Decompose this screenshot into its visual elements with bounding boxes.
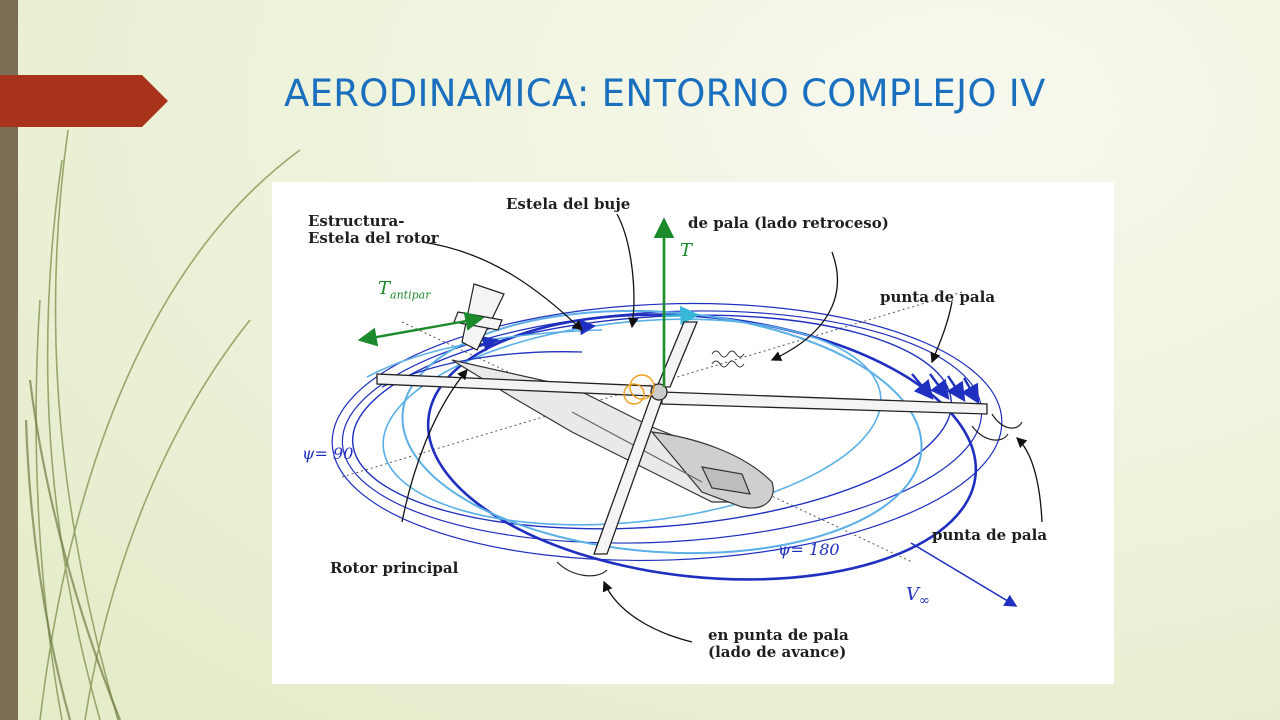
left-accent-bar (0, 0, 18, 720)
v-infinity-label: V∞ (906, 584, 930, 609)
tail-thrust-label: Tantipar (378, 278, 430, 302)
helicopter-fuselage (451, 359, 774, 509)
label-rotor-principal: Rotor principal (330, 559, 459, 577)
label-leader-arrows (401, 213, 1043, 643)
psi-180-label: ψ= 180 (778, 540, 840, 559)
tail-thrust-symbol: T (378, 278, 391, 299)
label-en-punta-pala-line1: en punta de pala (708, 626, 849, 644)
diagram-drawing (331, 213, 1043, 643)
label-punta-pala-top: punta de pala (880, 288, 996, 306)
label-estructura-line1: Estructura- (308, 212, 405, 230)
tip-vortex-squiggles (711, 350, 745, 368)
thrust-label: T (680, 240, 693, 261)
psi-90-label: ψ= 90 (302, 444, 354, 463)
slide-title: AERODINAMICA: ENTORNO COMPLEJO IV (284, 72, 1046, 115)
freestream-velocity-arrow (910, 542, 1018, 607)
label-en-punta-pala: en punta de pala (lado de avance) (708, 627, 849, 661)
rotor-wake-diagram: Estructura- Estela del rotor Estela del … (272, 182, 1114, 684)
tail-thrust-vector (357, 318, 473, 347)
tip-vortex-arcs (556, 413, 1023, 577)
main-rotor-blades (376, 321, 988, 555)
label-estructura-line2: Estela del rotor (308, 229, 439, 247)
label-en-punta-pala-line2: (lado de avance) (708, 643, 847, 661)
title-arrow-marker (0, 75, 168, 127)
label-punta-pala-bottom: punta de pala (932, 526, 1048, 544)
tail-thrust-subscript: antipar (390, 288, 431, 302)
v-infinity-symbol: V (906, 584, 919, 605)
tail-thrust-vector-2 (461, 311, 485, 331)
label-de-pala-retroceso: de pala (lado retroceso) (688, 214, 889, 232)
v-infinity-subscript: ∞ (919, 593, 930, 609)
hub-vortex (623, 374, 655, 405)
label-estructura: Estructura- Estela del rotor (308, 213, 439, 247)
decorative-grass-lines (24, 129, 301, 720)
label-estela-buje: Estela del buje (506, 195, 631, 213)
